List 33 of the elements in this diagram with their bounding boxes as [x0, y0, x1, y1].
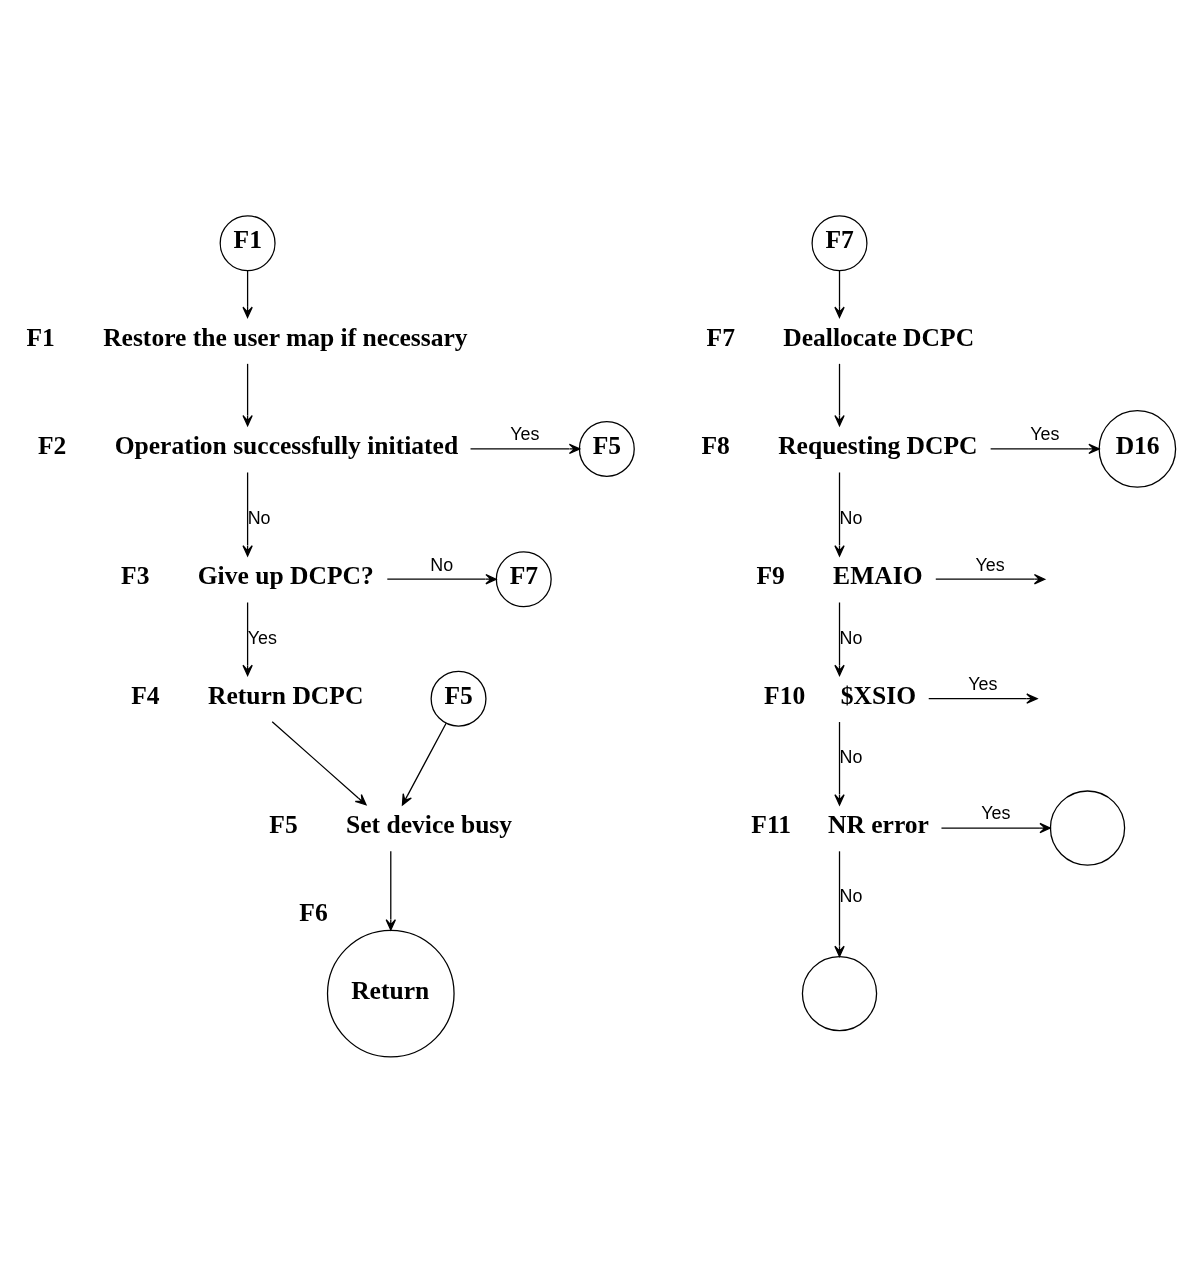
node-label: F5	[269, 810, 298, 840]
edge-label: No	[839, 886, 863, 907]
edge-label: No	[839, 627, 863, 648]
node-label: F1	[26, 322, 55, 352]
edge-label: Yes	[1030, 424, 1060, 445]
node-text: NR error	[828, 810, 929, 840]
node-text: EMAIO	[833, 561, 923, 591]
node-label: F8	[701, 431, 730, 461]
edge-label: No	[839, 747, 863, 768]
edge-label: No	[247, 508, 271, 529]
node-text: Give up DCPC?	[197, 561, 374, 591]
node-text: Operation successfully initiated	[114, 431, 459, 461]
node-text: Return DCPC	[207, 680, 364, 710]
node-text: Requesting DCPC	[778, 431, 978, 461]
edge-label: No	[839, 508, 863, 529]
edge-label: No	[430, 554, 454, 575]
node-label: F7	[706, 322, 735, 352]
edge-label: Yes	[247, 627, 277, 648]
node-text: $XSIO	[840, 680, 917, 710]
node-text: Set device busy	[346, 810, 513, 840]
node-label: F10	[764, 680, 806, 710]
node-label: F4	[131, 680, 160, 710]
node-label: F9	[756, 561, 785, 591]
node-label: F11	[751, 810, 792, 840]
node-text: Restore the user map if necessary	[103, 322, 468, 352]
node-text: Deallocate DCPC	[783, 322, 975, 352]
node-label: F2	[37, 431, 67, 461]
node-label: F3	[121, 561, 150, 591]
node-label: F6	[299, 898, 328, 928]
edge-label: Yes	[968, 673, 998, 694]
edge-label: Yes	[981, 803, 1011, 824]
edge-label: Yes	[975, 554, 1005, 575]
edge-label: Yes	[510, 424, 540, 445]
